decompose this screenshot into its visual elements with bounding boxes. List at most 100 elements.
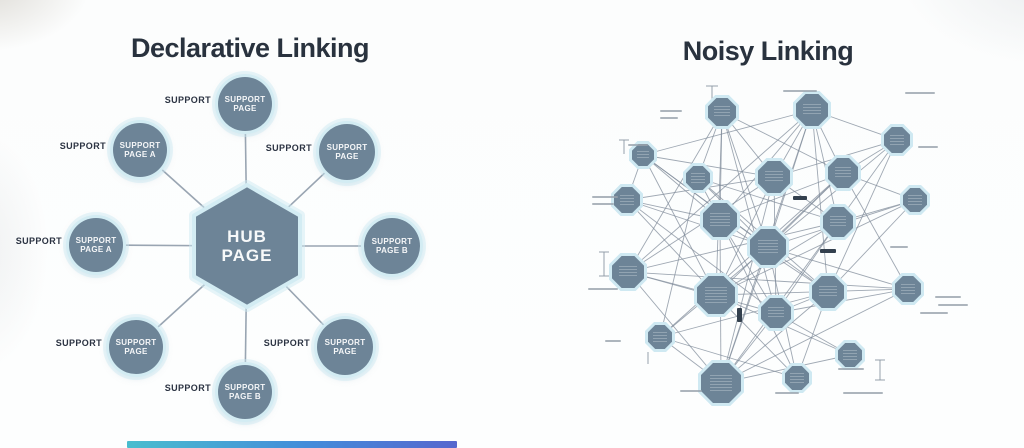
illegible-annotation [918,146,938,148]
illegible-node-text [803,103,821,117]
illegible-node-text [834,167,852,179]
network-node-fill [612,256,644,288]
dark-marker [737,308,742,322]
network-node-fill [796,94,828,126]
illegible-node-text [636,150,650,160]
network-node [892,273,924,305]
network-node [900,185,930,215]
illegible-node-text [705,287,727,303]
illegible-annotation [660,110,682,112]
network-node-fill [686,166,710,190]
illegible-annotation [628,144,648,146]
illegible-annotation [605,340,621,342]
illegible-node-text [619,194,635,206]
illegible-node-text [900,283,916,295]
network-node-fill [903,188,927,212]
illegible-annotation [920,312,948,314]
network-node [755,158,793,196]
network-node [881,124,913,156]
network-node-fill [614,187,640,213]
dark-marker [793,196,807,200]
illegible-annotation [905,92,935,94]
network-node [747,226,789,268]
network-node-fill [708,98,736,126]
network-node [825,155,861,191]
illegible-node-text [653,332,667,342]
network-node [609,253,647,291]
illegible-annotation [592,203,614,205]
network-node-fill [648,325,672,349]
support-outer-label: SUPPORT [263,338,310,348]
network-node [758,295,794,331]
support-outer-label: SUPPORT [15,236,62,246]
illegible-node-text [691,173,705,183]
network-node-fill [838,343,862,367]
support-outer-label: SUPPORT [265,143,312,153]
dark-marker [820,249,836,253]
network-node [700,200,740,240]
illegible-annotation [592,196,618,198]
network-node-fill [761,298,791,328]
support-outer-label: SUPPORT [59,141,106,151]
right-diagram-title: Noisy Linking [682,36,854,66]
illegible-annotation [935,296,961,298]
illegible-node-text [843,350,857,360]
network-node-fill [828,158,858,188]
network-node [782,363,812,393]
illegible-annotation [938,304,968,306]
hub-hexagon [192,183,302,309]
illegible-node-text [819,285,837,299]
network-node [694,273,738,317]
illegible-node-text [889,134,905,146]
illegible-node-text [765,170,783,184]
illegible-annotation [843,392,883,394]
illegible-node-text [829,216,847,228]
illegible-node-text [767,307,785,319]
network-node-fill [895,276,921,302]
network-node [683,163,713,193]
illegible-node-text [714,106,730,118]
network-node [698,360,744,406]
illegible-annotation [680,390,702,392]
network-node-fill [632,144,654,166]
network-node [611,184,643,216]
left-diagram-title: Declarative Linking [130,33,370,63]
support-outer-label: SUPPORT [164,383,211,393]
support-outer-label: SUPPORT [55,338,102,348]
illegible-node-text [908,195,922,205]
network-node-fill [750,229,786,265]
network-node-fill [785,366,809,390]
illegible-annotation [890,246,908,248]
network-node-fill [884,127,910,153]
network-node [835,340,865,370]
network-node-fill [823,207,853,237]
illegible-annotation [775,392,799,394]
illegible-node-text [757,239,779,255]
illegible-node-text [710,213,730,227]
network-node [645,322,675,352]
support-outer-label: SUPPORT [164,95,211,105]
illegible-node-text [619,265,637,279]
illegible-annotation [588,288,618,290]
illegible-node-text [790,373,804,383]
illegible-node-text [709,375,733,391]
network-node-fill [758,161,790,193]
network-node-fill [703,203,737,237]
footer-accent-bar [127,441,457,448]
network-node [793,91,831,129]
illegible-annotation [783,90,817,92]
network-node [809,273,847,311]
network-node [820,204,856,240]
network-node [705,95,739,129]
